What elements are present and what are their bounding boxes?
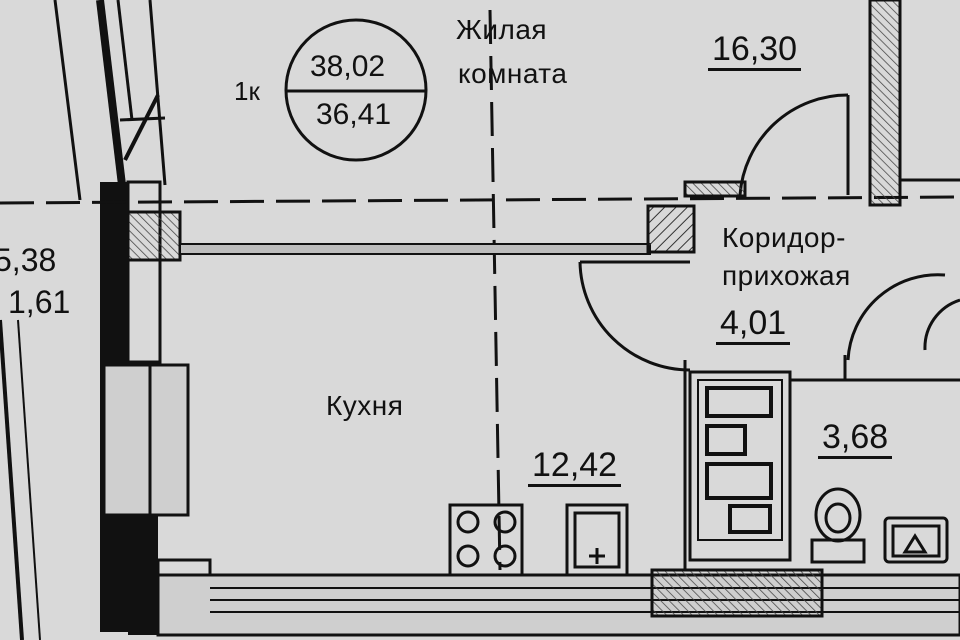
right-walls bbox=[868, 0, 960, 207]
kitchen-area: 12,42 bbox=[528, 448, 622, 487]
kitchen-name: Кухня bbox=[326, 390, 404, 421]
neighbor-area-bottom: 1,61 bbox=[8, 284, 71, 320]
corridor-name-line1: Коридор- bbox=[722, 222, 846, 253]
flat-type-label: 1к bbox=[234, 76, 260, 106]
bathroom-area: 3,68 bbox=[818, 420, 893, 459]
corridor-name-line2: прихожая bbox=[722, 260, 851, 291]
bathroom-door bbox=[790, 273, 960, 382]
exterior-wall-left bbox=[0, 0, 212, 640]
toilet-icon bbox=[883, 516, 949, 564]
axis-lines bbox=[0, 9, 960, 571]
corridor-area: 4,01 bbox=[716, 306, 791, 345]
living-room-door bbox=[683, 93, 850, 198]
total-area-value: 38,02 bbox=[310, 50, 386, 83]
wardrobe bbox=[688, 370, 792, 562]
living-area-value: 36,41 bbox=[316, 98, 392, 131]
corridor-door bbox=[578, 261, 691, 372]
washbasin-icon bbox=[810, 487, 866, 564]
exterior-wall-bottom bbox=[156, 360, 960, 637]
area-badge bbox=[284, 18, 428, 162]
partition-wall bbox=[179, 204, 696, 264]
living-room-area: 16,30 bbox=[708, 32, 802, 71]
living-room-name-line1: Жилая bbox=[456, 14, 548, 45]
living-room-name-line2: комната bbox=[458, 58, 568, 89]
neighbor-area-top: 5,38 bbox=[0, 242, 57, 278]
